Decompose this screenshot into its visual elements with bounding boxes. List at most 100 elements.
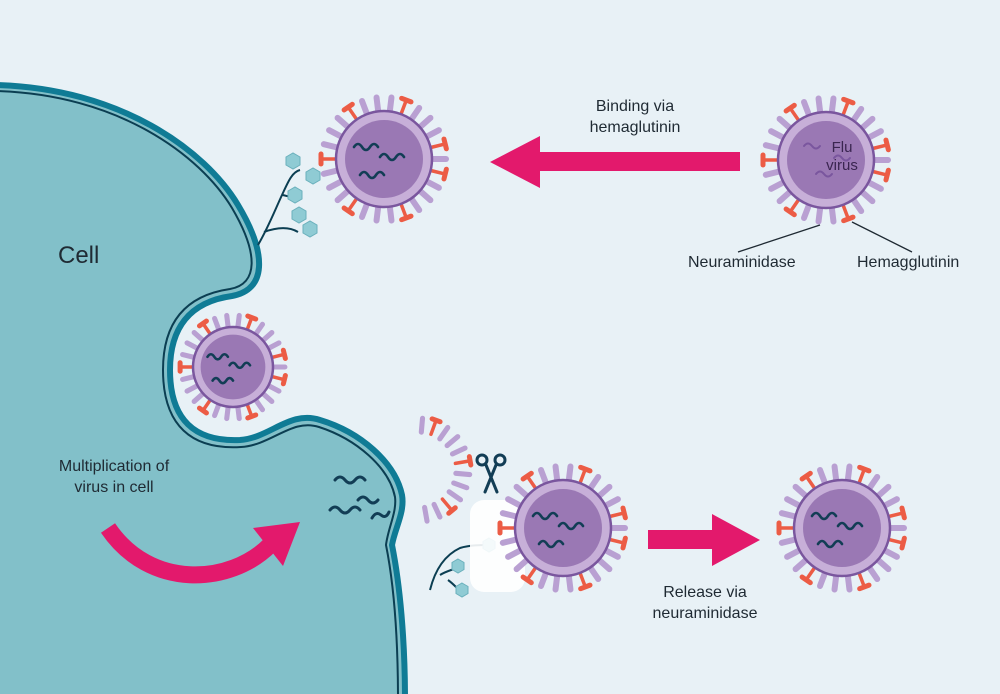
neuraminidase-spike-head	[341, 101, 355, 113]
virus-releasing-rna	[531, 511, 585, 549]
rna-strand	[836, 521, 864, 531]
neuraminidase-spike-head	[446, 505, 458, 516]
neuraminidase-spike-head	[245, 313, 259, 322]
rna-strand	[537, 539, 565, 549]
neuraminidase-spike-head	[783, 102, 797, 114]
hemagglutinin-spike	[444, 434, 461, 449]
virus-binding-core	[345, 120, 423, 198]
hemagglutinin-spike	[418, 415, 426, 435]
flu-virus-label-line-1: Flu	[831, 139, 853, 156]
neuraminidase-spike-head	[341, 205, 355, 217]
virus-flu-rna	[803, 142, 851, 178]
host-cell	[0, 82, 408, 694]
multiplication-label-line-1: Multiplication of	[58, 458, 170, 475]
multiplication-label: Multiplication of virus in cell	[24, 456, 204, 498]
flu-virus-label-line-2: virus	[826, 157, 858, 174]
virus-free-core	[803, 489, 881, 567]
neuraminidase-spike-head	[196, 405, 209, 416]
neuraminidase-spike-head	[466, 454, 474, 468]
cell-label: Cell	[58, 242, 100, 269]
neuraminidase-spike-head	[578, 464, 593, 474]
neuraminidase-label: Neuraminidase	[688, 254, 796, 271]
virus-flu-core	[787, 121, 865, 199]
neuraminidase-spike-head	[520, 574, 534, 586]
virus-releasing-core	[524, 489, 602, 567]
rna-strand	[557, 521, 585, 531]
neuraminidase-spike-head	[620, 535, 628, 551]
virus-free-rna	[810, 511, 864, 549]
rna-strand	[228, 361, 252, 370]
hemagglutinin-spike	[437, 424, 451, 442]
arrow-binding	[490, 136, 740, 188]
virus-endocytosed	[177, 312, 288, 422]
virus-releasing	[497, 463, 628, 593]
neuraminidase-spike-head	[578, 582, 593, 592]
binding-label-line-2: hemaglutinin	[589, 119, 681, 136]
rna-strand	[815, 170, 833, 178]
neuraminidase-spike-head	[620, 505, 628, 521]
neuraminidase-spike-head	[280, 373, 288, 387]
virus-free	[776, 463, 907, 593]
neuraminidase-spike-head	[196, 318, 209, 329]
rna-strand	[833, 154, 851, 162]
hemagglutinin-spike	[453, 470, 473, 478]
hemagglutinin-label: Hemagglutinin	[857, 254, 960, 271]
neuraminidase-spike-head	[399, 95, 414, 105]
rna-strand	[206, 352, 230, 361]
cell-body	[0, 82, 408, 694]
flu-virus-label: Flu virus	[807, 139, 877, 175]
hemagglutinin-spike	[422, 504, 430, 524]
neuraminidase-spike	[453, 459, 471, 466]
virus-group	[177, 94, 907, 593]
neuraminidase-spike-head	[783, 206, 797, 218]
rna-strand	[810, 511, 838, 521]
rna-strand	[531, 511, 559, 521]
virus-endocytosed-core	[200, 334, 266, 400]
neuraminidase-spike-head	[841, 214, 856, 224]
neuraminidase-spike-head	[245, 412, 259, 421]
hemagglutinin-spike	[431, 501, 443, 520]
scissors-icon	[475, 453, 507, 494]
release-highlight	[470, 500, 525, 592]
virus-budding	[418, 415, 474, 524]
cell-membrane-inner-line	[0, 90, 399, 694]
neuraminidase-spike-head	[441, 136, 449, 152]
arrow-release	[648, 514, 760, 566]
rna-strand	[358, 170, 386, 180]
rna-strand	[211, 376, 235, 385]
arrow-multiplication	[100, 522, 300, 584]
virus-binding	[318, 94, 449, 224]
rna-strand	[378, 152, 406, 162]
neuraminidase-spike-head	[429, 416, 443, 425]
neuraminidase-spike-head	[883, 137, 891, 153]
receptor-upper	[257, 152, 321, 246]
neuraminidase-spike	[440, 497, 454, 512]
virus-endocytosed-rna	[206, 352, 252, 385]
multiplication-label-line-2: virus in cell	[74, 479, 154, 496]
cell-rna-fragments	[328, 475, 391, 520]
neuraminidase-spike-head	[441, 166, 449, 182]
neuraminidase-spike-head	[280, 347, 288, 361]
rna-strand	[352, 142, 380, 152]
neuraminidase-spike-head	[520, 470, 534, 482]
rna-strand	[816, 539, 844, 549]
binding-label: Binding via hemaglutinin	[560, 96, 710, 138]
hemagglutinin-spike	[446, 489, 464, 503]
virus-flu	[760, 95, 891, 225]
rna-strand	[803, 142, 821, 150]
hemagglutinin-spike	[451, 480, 470, 491]
virus-budding-spikes	[418, 415, 474, 524]
neuraminidase-spike-head	[399, 213, 414, 223]
neuraminidase-spike-head	[857, 464, 872, 474]
virus-binding-rna	[352, 142, 406, 180]
release-label-line-2: neuraminidase	[652, 605, 758, 622]
neuraminidase-spike	[429, 419, 438, 437]
neuraminidase-spike-head	[899, 535, 907, 551]
release-label-line-1: Release via	[663, 584, 747, 601]
neuraminidase-spike-head	[841, 96, 856, 106]
neuraminidase-spike-head	[857, 582, 872, 592]
binding-label-line-1: Binding via	[595, 98, 675, 115]
leader-lines	[737, 221, 913, 253]
